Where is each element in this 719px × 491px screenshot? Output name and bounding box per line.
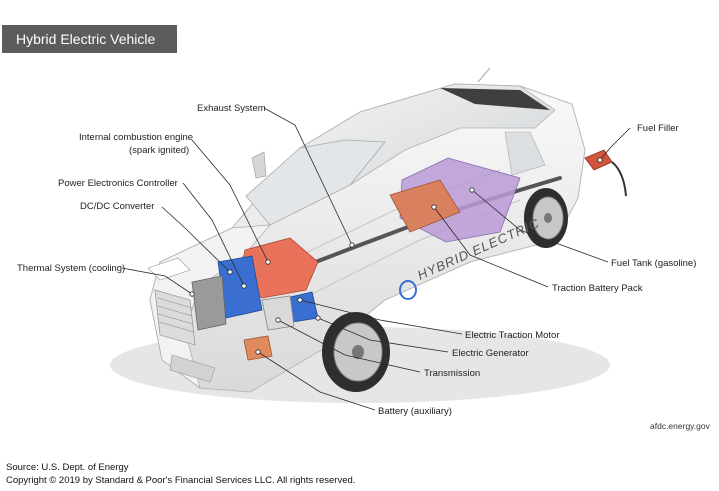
label-traction-motor: Electric Traction Motor — [465, 330, 560, 341]
label-fuel-tank: Fuel Tank (gasoline) — [611, 258, 696, 269]
radiator-shape — [191, 275, 227, 331]
antenna — [477, 67, 491, 83]
transmission-shape — [261, 295, 295, 331]
grille — [154, 289, 196, 346]
label-fuel-filler: Fuel Filler — [637, 123, 679, 134]
fuel-nozzle — [584, 149, 627, 197]
lower-grille — [169, 354, 216, 383]
label-transmission: Transmission — [424, 368, 480, 379]
label-thermal-system: Thermal System (cooling) — [17, 263, 125, 274]
label-generator: Electric Generator — [452, 348, 529, 359]
image-credit: afdc.energy.gov — [650, 421, 711, 431]
label-ice-line1: Internal combustion engine — [79, 132, 193, 143]
sunroof — [440, 88, 550, 110]
hybrid-logo-icon — [399, 280, 417, 300]
label-traction-battery: Traction Battery Pack — [552, 283, 643, 294]
label-battery-aux: Battery (auxiliary) — [378, 406, 452, 417]
front-wheel — [322, 312, 390, 392]
side-mirror — [251, 151, 267, 179]
label-dcdc-converter: DC/DC Converter — [80, 201, 154, 212]
label-exhaust-system: Exhaust System — [197, 103, 266, 114]
diagram-title: Hybrid Electric Vehicle — [2, 25, 177, 53]
label-ice-line2: (spark ignited) — [129, 145, 189, 156]
leader-lines — [121, 107, 631, 411]
footer-copyright: Copyright © 2019 by Standard & Poor's Fi… — [6, 475, 356, 486]
leader-dots — [189, 157, 603, 355]
rear-window — [504, 131, 546, 176]
rear-wheel — [524, 188, 568, 248]
label-power-electronics: Power Electronics Controller — [58, 178, 178, 189]
grille-slats — [157, 297, 195, 333]
aux-battery-shape — [243, 335, 273, 361]
footer-source: Source: U.S. Dept. of Energy — [6, 462, 129, 473]
